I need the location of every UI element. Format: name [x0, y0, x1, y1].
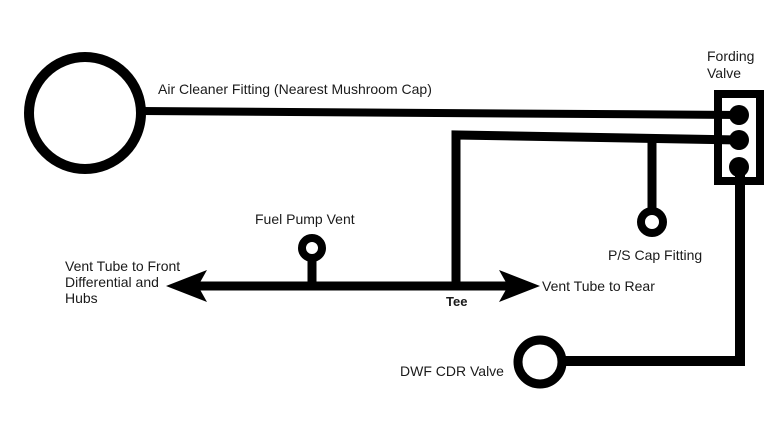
fording-valve-port-3 [729, 157, 749, 177]
air-cleaner-circle [24, 52, 146, 174]
dwf-cdr-valve-circle [513, 335, 567, 389]
left-arrowhead-icon [166, 270, 207, 302]
ps-cap-fitting-label: P/S Cap Fitting [608, 247, 703, 263]
fording-valve-label: Fording Valve [707, 48, 755, 81]
tee-label: Tee [446, 294, 468, 309]
fuel-pump-vent-circle [298, 234, 326, 262]
air-cleaner-to-valve-line [140, 107, 740, 119]
tee-branch-line [451, 130, 740, 290]
vent-tube-rear-label: Vent Tube to Rear [542, 278, 655, 294]
fording-valve-port-2 [729, 130, 749, 150]
ps-cap-fitting-circle [637, 207, 667, 237]
fording-valve-box [714, 90, 764, 185]
dwf-cdr-valve-label: DWF CDR Valve [400, 363, 504, 379]
air-cleaner-label: Air Cleaner Fitting (Nearest Mushroom Ca… [158, 81, 432, 97]
dwf-cdr-to-valve-line [562, 167, 745, 366]
vent-tube-front-label: Vent Tube to Front Differential and Hubs [65, 258, 181, 306]
fuel-pump-vent-label: Fuel Pump Vent [255, 211, 355, 227]
right-arrowhead-icon [499, 270, 540, 302]
fording-valve-port-1 [729, 105, 749, 125]
